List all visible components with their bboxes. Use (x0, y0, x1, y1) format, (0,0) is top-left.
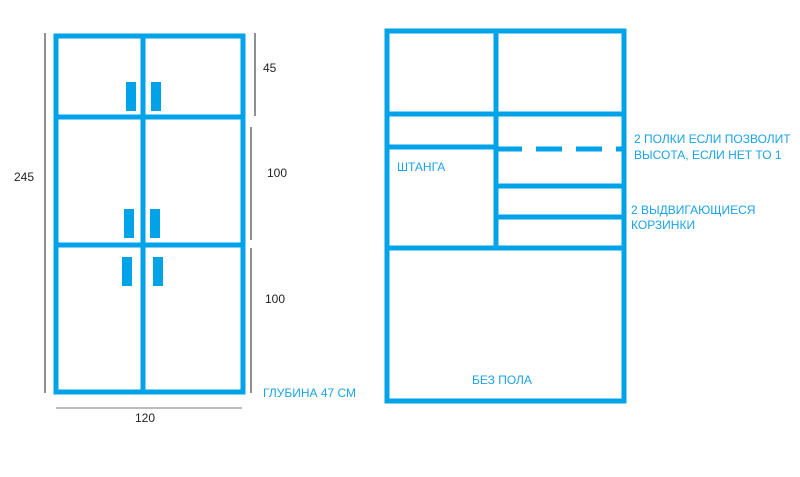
dimension-lines (44, 33, 256, 409)
handle (151, 82, 161, 111)
width-label: 120 (135, 411, 156, 425)
baskets-note: 2 ВЫДВИГАЮЩИЕСЯ КОРЗИНКИ (631, 203, 755, 233)
depth-note: ГЛУБИНА 47 СМ (263, 386, 357, 400)
shelves-note-line: ВЫСОТА, ЕСЛИ НЕТ ТО 1 (634, 148, 782, 162)
baskets-note-line: 2 ВЫДВИГАЮЩИЕСЯ (631, 203, 756, 217)
handle (150, 209, 160, 238)
bottom-height-label: 100 (265, 292, 286, 306)
middle-height-label: 100 (267, 166, 288, 180)
interior-view (384, 28, 627, 404)
handle (124, 209, 134, 238)
rod-label: ШТАНГА (397, 160, 446, 174)
shelves-note-line: 2 ПОЛКИ ЕСЛИ ПОЗВОЛИТ (634, 132, 791, 146)
handle (122, 257, 132, 286)
top-height-label: 45 (263, 61, 277, 75)
total-height-label: 245 (14, 170, 35, 184)
handle (126, 82, 136, 111)
no-floor-label: БЕЗ ПОЛА (472, 373, 532, 387)
handle (153, 257, 163, 286)
baskets-note-line: КОРЗИНКИ (631, 218, 696, 232)
front-view (53, 33, 246, 395)
door-handles (122, 82, 163, 286)
front-outer-frame (53, 33, 246, 395)
shelves-note: 2 ПОЛКИ ЕСЛИ ПОЗВОЛИТ ВЫСОТА, ЕСЛИ НЕТ Т… (634, 131, 791, 163)
